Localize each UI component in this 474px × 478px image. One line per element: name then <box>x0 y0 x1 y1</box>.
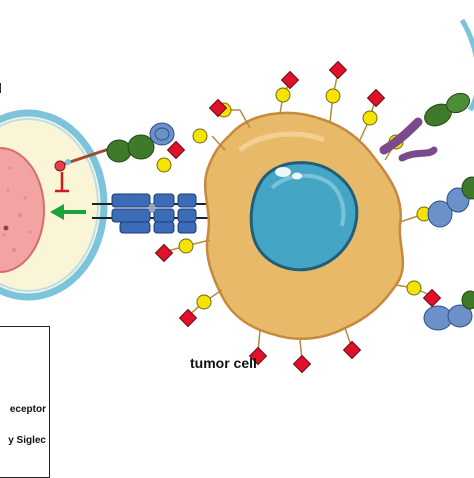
sialic-acid-diamond <box>328 60 348 80</box>
sialic-acid-diamond <box>422 288 442 308</box>
receptor-domain <box>177 208 197 223</box>
galactose-circle <box>406 280 422 296</box>
receptor-domain <box>153 208 175 223</box>
siglec-domain-blue <box>447 304 473 328</box>
sialic-acid-units <box>154 60 442 374</box>
itim-motif-2 <box>65 159 71 165</box>
immune-cell-label: l <box>0 80 2 96</box>
antibody-stalk <box>379 117 423 155</box>
receptor-domain <box>111 208 151 223</box>
antibody-arm <box>398 146 438 162</box>
sialic-acid-diamond <box>366 88 386 108</box>
galactose-circle <box>192 128 208 144</box>
receptor-domain <box>111 193 151 208</box>
galactose-circle <box>362 110 378 126</box>
siglec-domain-blue <box>427 200 453 228</box>
sialic-acid-diamond <box>342 340 362 360</box>
receptor-complex <box>92 193 226 234</box>
tumor-nucleus <box>249 161 359 272</box>
galactose-circle <box>325 88 341 104</box>
siglec-domain-green <box>461 290 474 310</box>
galactose-circle <box>156 157 172 173</box>
receptor-hinge <box>148 203 156 213</box>
right-siglecs <box>423 176 474 331</box>
nucleolus <box>3 225 9 231</box>
sialic-acid-diamond <box>280 70 300 90</box>
nucleolus <box>292 172 302 180</box>
receptor-domain <box>119 221 151 234</box>
receptor-domain <box>177 221 197 234</box>
antibody-head-green-2 <box>445 92 471 114</box>
galactose-circle <box>275 87 291 103</box>
receptor-domain <box>153 221 175 234</box>
sialic-acid-diamond <box>154 243 174 263</box>
siglec-domain-green <box>106 139 132 163</box>
legend: eceptor y Siglec <box>0 326 50 478</box>
siglec-domain-green-2 <box>127 134 155 160</box>
legend-item-receptor: eceptor <box>9 404 46 415</box>
galactose-units <box>156 87 432 310</box>
receptor-domain <box>177 193 197 208</box>
galactose-circle <box>196 294 212 310</box>
sialic-acid-diamond <box>178 308 198 328</box>
tumor-nucleus-inner <box>270 173 346 227</box>
itim-motif <box>54 160 66 172</box>
siglec-domain-blue-2 <box>154 127 170 141</box>
tumor-siglec-antibody <box>379 18 474 162</box>
immune-cell-nucleus <box>0 147 45 273</box>
tumor-cell <box>203 111 405 340</box>
siglec-domain-green <box>461 176 474 200</box>
sialic-acid-diamond <box>292 354 312 374</box>
signal-arrow <box>50 204 86 220</box>
sialic-acid-diamond <box>166 140 186 160</box>
siglec-domain-blue <box>149 122 175 146</box>
sialic-acid-diamond <box>248 346 268 366</box>
legend-item-siglec: y Siglec <box>8 435 46 446</box>
receptor-domain <box>153 193 175 208</box>
nucleus-texture <box>2 166 32 252</box>
sialic-acid-diamond <box>208 98 228 118</box>
tumor-cell-highlight <box>238 131 325 152</box>
tumor-cell-label: tumor cell <box>190 355 257 371</box>
immune-cell <box>0 109 108 301</box>
immune-siglec <box>54 122 175 193</box>
galactose-circle <box>178 238 194 254</box>
nucleolus <box>275 167 291 177</box>
